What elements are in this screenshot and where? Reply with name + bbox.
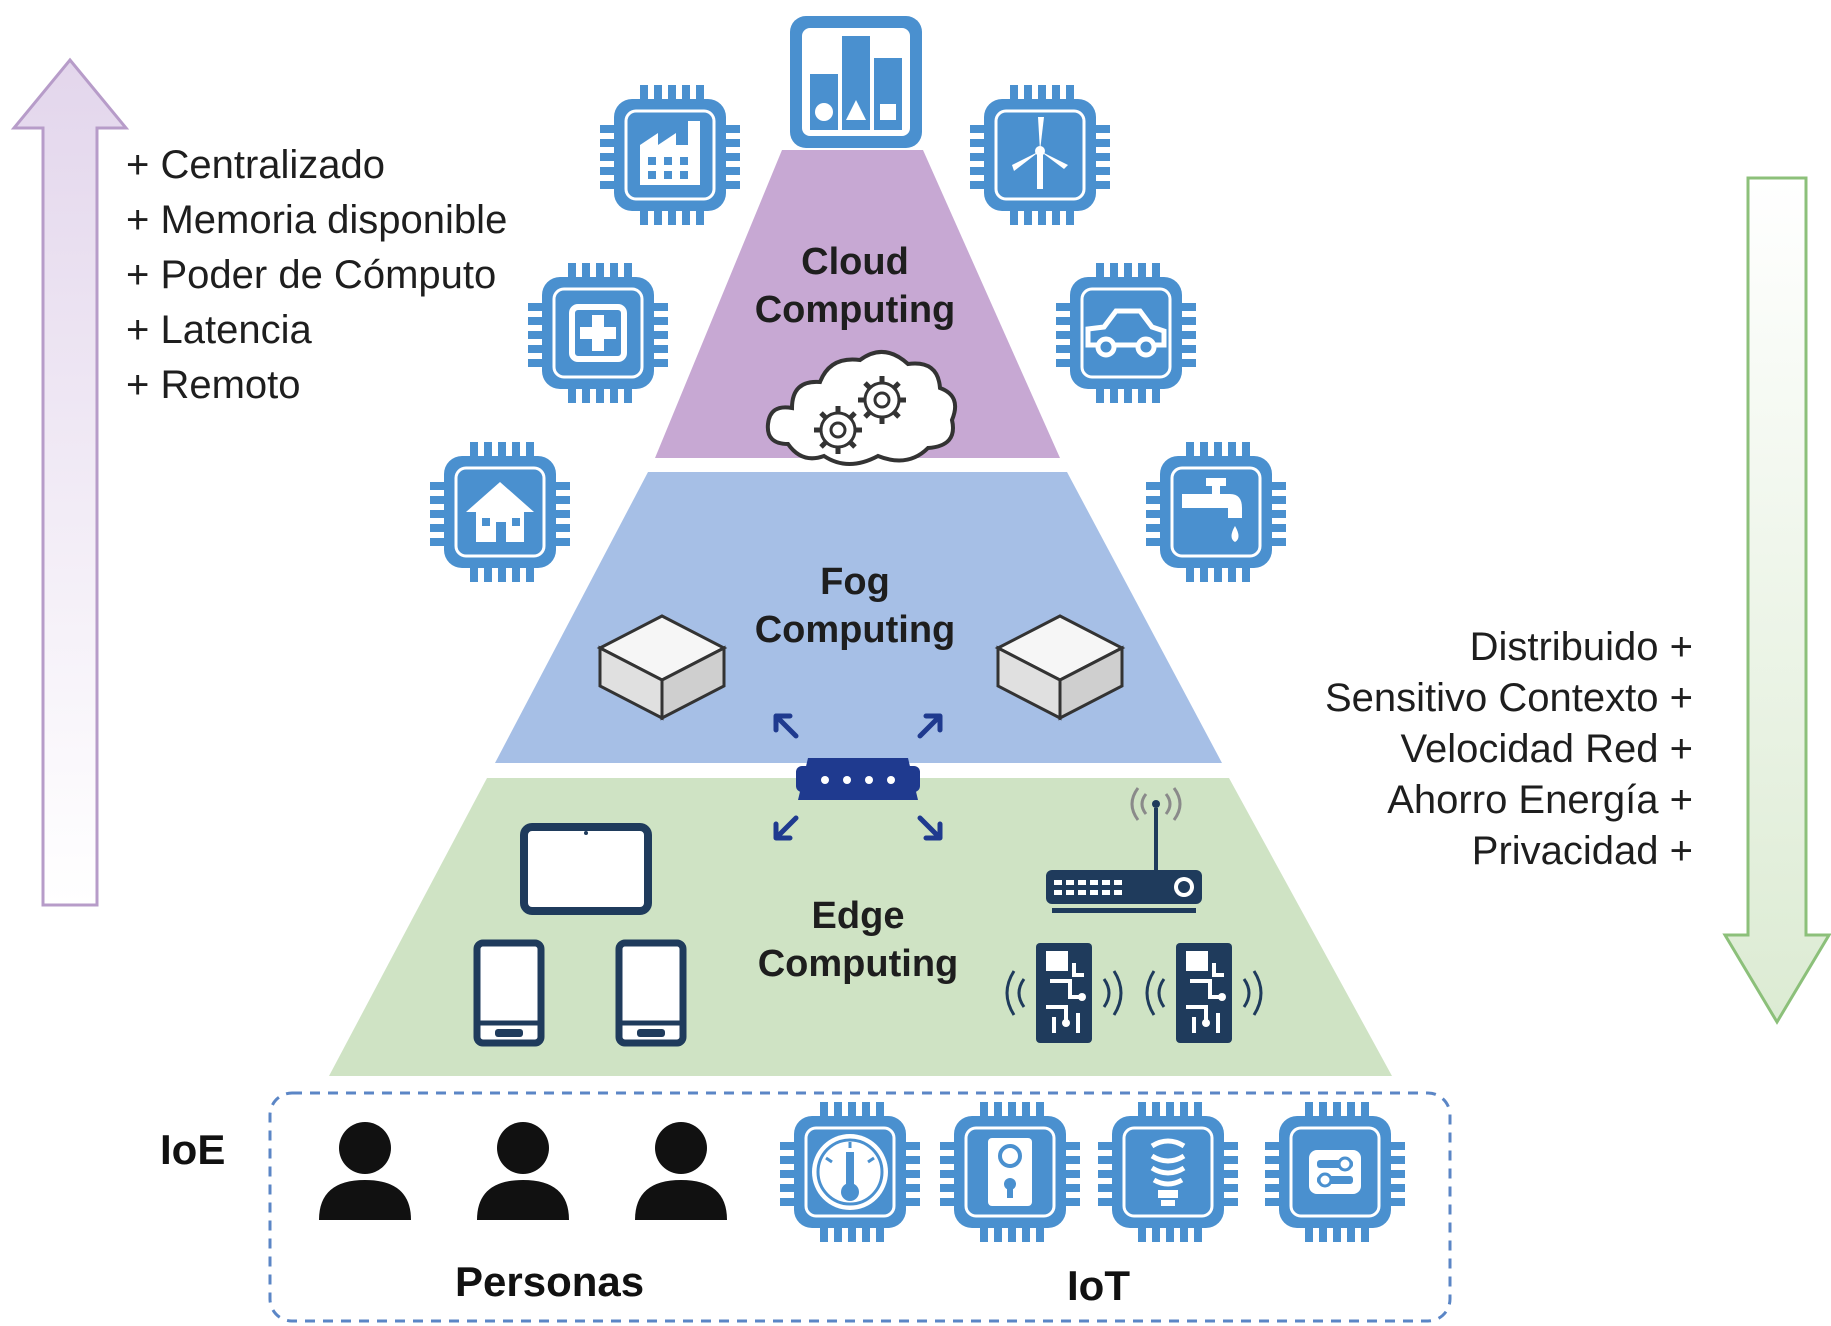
person-icon — [635, 1122, 727, 1220]
bar-chart-icon — [790, 16, 922, 148]
smartphone-icon — [477, 943, 541, 1043]
edge-computing-label: Edge Computing — [708, 892, 1008, 988]
edge-label-line1: Edge — [811, 895, 905, 937]
cloud-label-line1: Cloud — [801, 241, 909, 283]
fog-computing-label: Fog Computing — [705, 558, 1005, 654]
speaker-chip-icon — [938, 1100, 1082, 1244]
left-property: + Remoto — [126, 363, 301, 407]
water-tap-chip-icon — [1144, 440, 1288, 584]
right-property: Distribuido + — [1469, 625, 1693, 669]
factory-chip-icon — [598, 83, 742, 227]
medical-chip-icon — [526, 261, 670, 405]
access-point-icon — [1046, 787, 1202, 913]
iot-label: IoT — [1067, 1262, 1130, 1309]
person-icon — [477, 1122, 569, 1220]
left-property: + Poder de Cómputo — [126, 253, 497, 297]
house-chip-icon — [428, 440, 572, 584]
cloud-label-line2: Computing — [754, 289, 956, 331]
cloud-computing-label: Cloud Computing — [705, 238, 1005, 334]
cloud-gears-icon — [765, 350, 957, 466]
ioe-dashed-box — [268, 1091, 1452, 1323]
thermometer-chip-icon — [778, 1100, 922, 1244]
right-property: Sensitivo Contexto + — [1325, 676, 1693, 720]
light-bulb-chip-icon — [1096, 1100, 1240, 1244]
down-arrow — [1722, 176, 1831, 1025]
router-icon — [773, 713, 943, 841]
up-arrow — [10, 57, 130, 907]
left-property: + Latencia — [126, 308, 312, 352]
smartphone-icon — [619, 943, 683, 1043]
wind-turbine-chip-icon — [968, 83, 1112, 227]
left-properties-list: + Centralizado + Memoria disponible + Po… — [126, 138, 586, 413]
fog-label-line2: Computing — [754, 609, 956, 651]
car-chip-icon — [1054, 261, 1198, 405]
fog-label-line1: Fog — [820, 561, 890, 603]
left-property: + Centralizado — [126, 143, 386, 187]
person-icon — [319, 1122, 411, 1220]
right-property: Ahorro Energía + — [1387, 778, 1693, 822]
ioe-label: IoE — [160, 1126, 226, 1173]
toggle-chip-icon — [1263, 1100, 1407, 1244]
cloud-layer — [655, 150, 1060, 458]
right-property: Privacidad + — [1471, 829, 1693, 873]
right-property: Velocidad Red + — [1400, 727, 1693, 771]
personas-label: Personas — [455, 1258, 645, 1305]
right-properties-list: Distribuido + Sensitivo Contexto + Veloc… — [1093, 622, 1693, 877]
left-property: + Memoria disponible — [126, 198, 508, 242]
tablet-icon — [520, 823, 652, 915]
edge-label-line2: Computing — [757, 943, 959, 985]
